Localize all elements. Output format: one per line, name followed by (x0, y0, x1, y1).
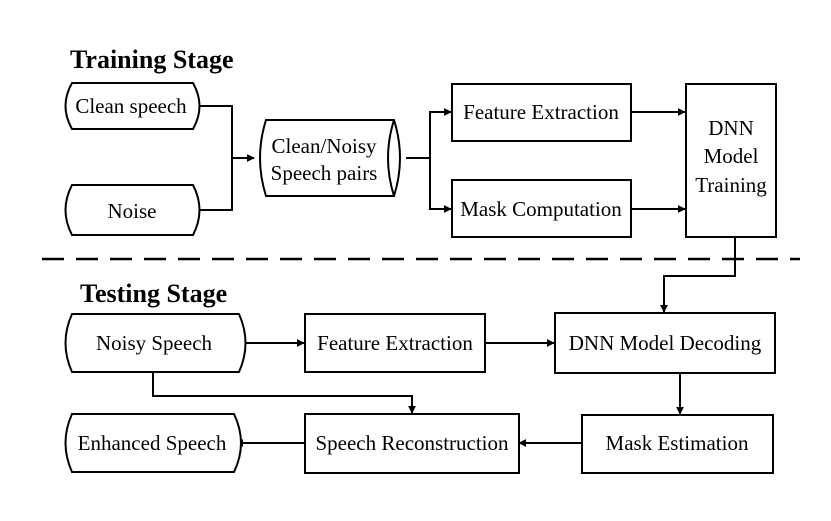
dnn-training-label-line-1: DNN (708, 116, 754, 140)
dnn-decoding-label: DNN Model Decoding (569, 331, 762, 355)
edge-to-feature-extraction-train (429, 108, 452, 158)
feature-extraction-test-label: Feature Extraction (317, 331, 473, 355)
mask-computation-label: Mask Computation (460, 197, 622, 221)
testing-stage-title: Testing Stage (80, 279, 227, 308)
edges (152, 105, 736, 447)
node-mask-estimation: Mask Estimation (581, 414, 774, 474)
node-clean-noisy-pairs: Clean/Noisy Speech pairs (259, 119, 401, 197)
training-stage-title: Training Stage (70, 45, 233, 74)
speech-reconstruction-label: Speech Reconstruction (315, 431, 509, 455)
noisy-speech-label: Noisy Speech (96, 331, 213, 355)
pairs-label-line-2: Speech pairs (271, 161, 378, 185)
pairs-label-line-1: Clean/Noisy (272, 134, 377, 158)
noise-label: Noise (108, 199, 157, 223)
node-mask-computation: Mask Computation (451, 179, 632, 238)
edge-clean-to-merge (193, 105, 233, 158)
edge-training-to-decoding (660, 237, 736, 313)
dnn-training-label-line-2: Model (704, 144, 759, 168)
node-feature-extraction-test: Feature Extraction (304, 313, 486, 373)
edge-to-mask-computation (429, 158, 452, 213)
dnn-training-label-line-3: Training (695, 173, 767, 197)
node-noise: Noise (64, 184, 201, 236)
node-clean-speech: Clean speech (64, 82, 201, 130)
node-noisy-speech: Noisy Speech (64, 313, 247, 373)
node-speech-reconstruction: Speech Reconstruction (304, 413, 520, 474)
clean-speech-label: Clean speech (75, 94, 187, 118)
edge-noise-to-merge (193, 158, 233, 211)
mask-estimation-label: Mask Estimation (606, 431, 749, 455)
node-feature-extraction-train: Feature Extraction (451, 83, 632, 142)
enhanced-speech-label: Enhanced Speech (78, 431, 227, 455)
node-dnn-training: DNN Model Training (685, 83, 777, 238)
feature-extraction-train-label: Feature Extraction (463, 100, 619, 124)
node-dnn-decoding: DNN Model Decoding (554, 312, 776, 374)
node-enhanced-speech: Enhanced Speech (64, 413, 242, 473)
edge-noisy-to-reconstruction (152, 372, 416, 414)
